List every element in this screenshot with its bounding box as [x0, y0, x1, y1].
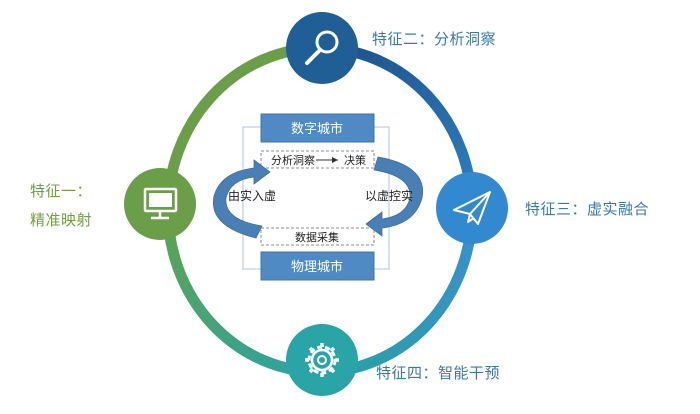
feature-three-node	[436, 172, 508, 244]
physical-city-box	[260, 251, 375, 281]
feature-four-label: 特征四：智能干预	[376, 364, 501, 382]
left-curved-arrow	[212, 159, 271, 239]
feature-four-node	[286, 324, 358, 396]
right-curved-arrow	[365, 156, 424, 237]
virtual-to-real-label: 以虚控实	[365, 188, 413, 203]
data-collection-label: 数据采集	[295, 230, 339, 244]
feature-one-label-line1: 特征一：	[30, 182, 93, 200]
feature-two-label: 特征二：分析洞察	[372, 30, 497, 48]
feature-three-label: 特征三：虚实融合	[525, 200, 650, 218]
real-to-virtual-label: 由实入虚	[228, 188, 276, 203]
physical-city-label: 物理城市	[291, 259, 343, 275]
monitor-icon	[143, 187, 178, 220]
feature-one-label-line2: 精准映射	[30, 211, 93, 229]
gear-icon	[305, 343, 339, 377]
digital-city-box	[260, 113, 375, 143]
analysis-label: 分析洞察	[271, 153, 315, 167]
data-collection-box	[260, 227, 375, 246]
paper-plane-icon	[453, 191, 491, 225]
search-icon	[305, 30, 339, 65]
digital-city-label: 数字城市	[291, 121, 343, 137]
feature-one-node	[124, 168, 196, 240]
decision-label: 决策	[344, 153, 366, 167]
feature-two-node	[286, 12, 358, 84]
